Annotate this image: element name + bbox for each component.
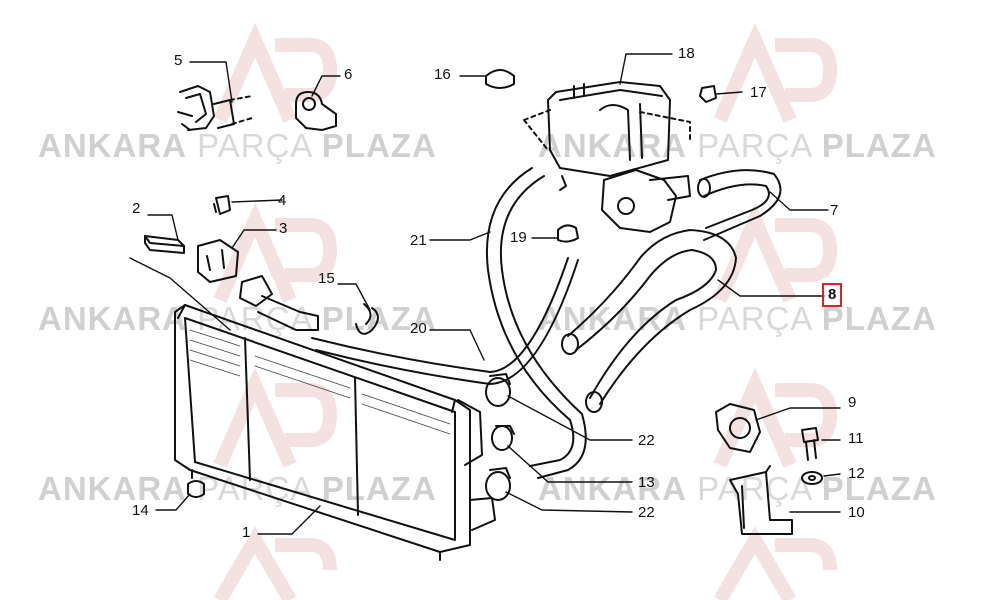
callout-2: 2 [132, 200, 141, 217]
callout-17: 17 [750, 84, 767, 101]
small-clip [213, 195, 231, 215]
leader-lines [129, 53, 841, 535]
watermark-text: ANKARA PARÇA PLAZA [538, 127, 937, 164]
watermark-logo [213, 202, 338, 303]
callout-19: 19 [510, 229, 527, 246]
hose-clamp [491, 425, 515, 451]
hose-clamp [485, 373, 511, 407]
callout-10: 10 [848, 504, 865, 521]
expansion-tank [523, 81, 691, 191]
bolt [801, 427, 819, 461]
lower-hose [561, 229, 737, 413]
watermark-text: ANKARA PARÇA PLAZA [38, 470, 437, 507]
small-bent-hose [355, 303, 379, 335]
callout-6: 6 [344, 66, 353, 83]
callout-16: 16 [434, 66, 451, 83]
callout-3: 3 [279, 220, 288, 237]
callout-21: 21 [410, 232, 427, 249]
foam-strip [144, 235, 185, 254]
radiator-bracket [729, 465, 793, 535]
watermark-logo [213, 526, 337, 600]
callout-12: 12 [848, 465, 865, 482]
callout-5: 5 [174, 52, 183, 69]
callout-15: 15 [318, 270, 335, 287]
watermark-text: ANKARA PARÇA PLAZA [38, 300, 437, 337]
callout-11: 11 [848, 430, 864, 447]
watermark-logo [713, 526, 837, 600]
callout-18: 18 [678, 45, 695, 62]
callout-8-highlighted: 8 [822, 283, 843, 307]
upper-hose [697, 169, 782, 241]
mounting-bracket [197, 239, 239, 283]
callout-22-lower: 22 [638, 504, 655, 521]
long-hose [311, 257, 579, 385]
hose-support [295, 91, 337, 131]
callout-20: 20 [410, 320, 427, 337]
callout-13: 13 [638, 474, 655, 491]
thermostat-housing [601, 169, 691, 233]
filler-cap [485, 69, 515, 89]
outlet-pipe [239, 275, 319, 331]
washer [801, 471, 823, 485]
callout-9: 9 [848, 394, 857, 411]
radiator [174, 304, 496, 561]
nut [699, 85, 717, 103]
small-clamp [557, 224, 579, 243]
watermark-logo [213, 367, 338, 468]
callout-14: 14 [132, 502, 149, 519]
watermark-text: ANKARA PARÇA PLAZA [538, 470, 937, 507]
callout-7: 7 [830, 202, 839, 219]
watermark-text: ANKARA PARÇA PLAZA [38, 127, 437, 164]
hose-clamp [485, 467, 511, 501]
flange [715, 403, 761, 453]
callout-22-upper: 22 [638, 432, 655, 449]
hose-clip [177, 85, 253, 131]
callout-4: 4 [278, 192, 287, 209]
drain-plug [187, 480, 205, 498]
expansion-hose [486, 167, 587, 479]
callout-1: 1 [242, 524, 251, 541]
